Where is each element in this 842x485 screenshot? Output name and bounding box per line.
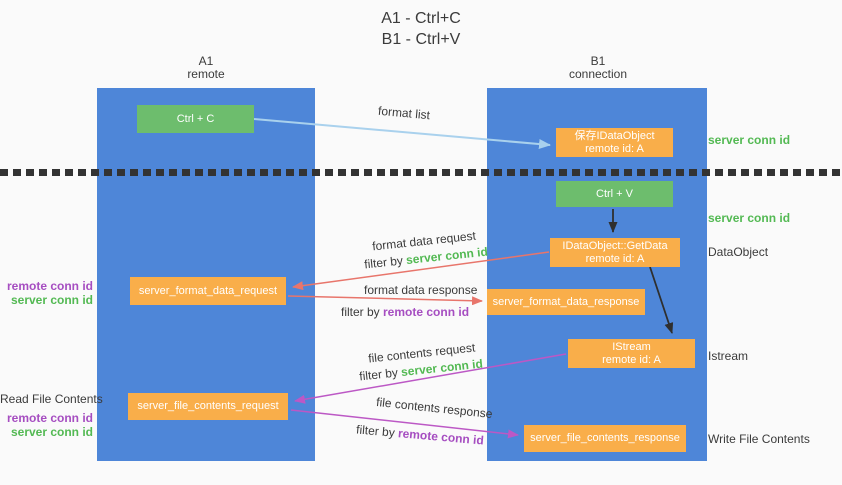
left-column-name: A1: [198, 54, 214, 68]
istream-remote-id: remote id: A: [602, 353, 661, 366]
server-format-data-response-label: server_format_data_response: [492, 295, 640, 308]
istream-node: IStream remote id: A: [568, 339, 695, 368]
remote-conn-id-annotation-1: remote conn id: [6, 279, 93, 293]
istream-title: IStream: [612, 340, 651, 353]
ctrl-v-label: Ctrl + V: [596, 187, 633, 200]
save-dataobject-node: 保存IDataObject remote id: A: [556, 128, 673, 157]
left-column-header: A1 remote: [146, 55, 266, 81]
diagram-title: A1 - Ctrl+C B1 - Ctrl+V: [0, 8, 842, 50]
arrow-format-data-response: [287, 295, 483, 306]
save-dataobject-title: 保存IDataObject: [574, 129, 655, 142]
left-column-role: remote: [187, 67, 225, 81]
getdata-title: IDataObject::GetData: [562, 239, 668, 252]
arrow-file-contents-request: [294, 353, 567, 404]
write-file-contents-annotation: Write File Contents: [708, 432, 810, 446]
server-format-data-request-label: server_format_data_request: [138, 284, 278, 297]
server-conn-id-annotation-top: server conn id: [708, 133, 791, 147]
format-data-response-label: format data response: [364, 283, 478, 297]
dataobject-annotation: DataObject: [708, 245, 769, 259]
server-file-contents-request-label: server_file_contents_request: [137, 400, 279, 412]
server-conn-id-annotation-1: server conn id: [10, 293, 93, 307]
server-format-data-request-node: server_format_data_request: [130, 277, 286, 305]
right-column-header: B1 connection: [538, 55, 658, 81]
server-format-data-response-node: server_format_data_response: [487, 289, 645, 315]
ctrl-c-node: Ctrl + C: [137, 105, 254, 133]
remote-conn-id-text: remote conn id: [383, 305, 470, 319]
server-conn-id-annotation-2: server conn id: [10, 425, 93, 439]
ctrl-v-node: Ctrl + V: [556, 181, 673, 207]
arrow-format-list: [253, 118, 551, 150]
read-file-contents-annotation: Read File Contents: [0, 392, 103, 406]
server-file-contents-request-node: server_file_contents_request: [128, 393, 288, 420]
ctrl-c-label: Ctrl + C: [176, 112, 215, 125]
save-dataobject-remote-id: remote id: A: [585, 142, 644, 155]
arrow-file-contents-response: [290, 409, 519, 439]
copy-paste-phase-divider: [0, 169, 842, 176]
remote-conn-id-annotation-2: remote conn id: [6, 411, 93, 425]
right-column-name: B1: [590, 54, 606, 68]
format-data-response-filter-label: filter by remote conn id: [341, 305, 469, 319]
title-line-paste: B1 - Ctrl+V: [381, 31, 461, 48]
idataobject-getdata-node: IDataObject::GetData remote id: A: [550, 238, 680, 267]
arrow-format-data-request: [292, 251, 550, 291]
server-file-contents-response-label: server_file_contents_response: [530, 432, 680, 444]
title-line-copy: A1 - Ctrl+C: [381, 10, 461, 27]
right-column-role: connection: [568, 67, 628, 81]
server-conn-id-annotation-mid: server conn id: [708, 211, 791, 225]
filter-by-text: filter by: [341, 305, 384, 319]
arrow-getdata-to-istream: [649, 266, 674, 334]
server-file-contents-response-node: server_file_contents_response: [524, 425, 686, 452]
getdata-remote-id: remote id: A: [585, 252, 645, 265]
istream-annotation: Istream: [708, 349, 749, 363]
